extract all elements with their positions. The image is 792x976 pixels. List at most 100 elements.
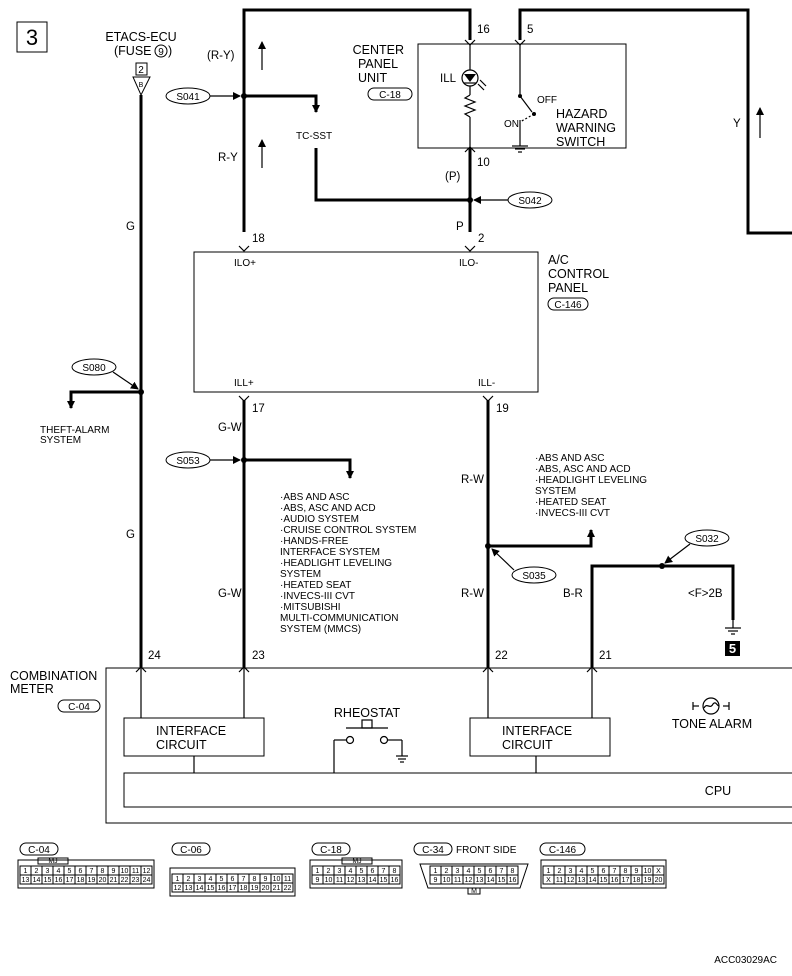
- connector-pin: 7: [90, 868, 94, 875]
- connector-label-c146: C-146: [554, 300, 582, 311]
- junction-s080: [138, 389, 144, 395]
- connector-pin: 11: [556, 877, 563, 884]
- connector-pin: 9: [434, 877, 438, 884]
- connector-pin: 8: [101, 868, 105, 875]
- splice-s042: S042: [473, 191, 553, 209]
- connector-pin: 6: [231, 876, 235, 883]
- connector-pin: 13: [578, 877, 586, 884]
- wire-b-r: [590, 564, 735, 668]
- connector-pin: 18: [77, 877, 85, 884]
- connector-pin: 11: [336, 877, 343, 884]
- page-label-box: [16, 21, 48, 53]
- pin-17: 17: [252, 403, 265, 415]
- connector-pin: 11: [284, 876, 291, 883]
- connector-pin: 9: [635, 868, 639, 875]
- meter-internal-wires: [140, 668, 593, 773]
- connector-pin: 3: [338, 868, 342, 875]
- junction-s032: [659, 563, 665, 569]
- interface-circuit-2: [469, 717, 611, 757]
- pin-10: 10: [477, 157, 490, 169]
- svg-text:C-146: C-146: [549, 845, 577, 856]
- pin-23: 23: [252, 650, 265, 662]
- svg-text:INTERFACE SYSTEM: INTERFACE SYSTEM: [280, 547, 380, 558]
- hazard-title-1: HAZARD: [556, 107, 607, 121]
- connector-pin: 5: [220, 876, 224, 883]
- ground-number-box: [725, 641, 740, 656]
- connector-pin: 6: [79, 868, 83, 875]
- etacs-fuse-prefix: (FUSE: [114, 44, 152, 58]
- connector-pin: 7: [613, 868, 617, 875]
- hazard-on-label: ON: [504, 119, 519, 130]
- pin-label-ill-plus: ILL+: [234, 378, 254, 389]
- system-list-right: ·ABS AND ASC ·ABS, ASC AND ACD ·HEADLIGH…: [535, 453, 647, 519]
- combo-title-1: COMBINATION: [10, 669, 97, 683]
- theft-alarm-label-2: SYSTEM: [40, 435, 81, 446]
- wire-label-r-y-paren: (R-Y): [207, 50, 235, 62]
- connector-pin: 12: [465, 877, 473, 884]
- svg-text:S041: S041: [176, 92, 200, 103]
- junction-s041: [241, 93, 247, 99]
- svg-text:·HEATED SEAT: ·HEATED SEAT: [280, 580, 351, 591]
- connector-pin: 12: [143, 868, 151, 875]
- interface-circuit-1-line2: CIRCUIT: [156, 738, 207, 752]
- connector-pin: 13: [185, 885, 193, 892]
- connector-pin: 7: [500, 868, 504, 875]
- svg-text:·ABS, ASC AND ACD: ·ABS, ASC AND ACD: [535, 464, 631, 475]
- svg-text:S042: S042: [518, 196, 542, 207]
- connector-label-c18: C-18: [379, 90, 401, 101]
- hazard-title-2: WARNING: [556, 121, 616, 135]
- connector-pin: 16: [391, 877, 399, 884]
- wire-label-b-r: B-R: [563, 588, 583, 600]
- svg-text:·MITSUBISHI: ·MITSUBISHI: [280, 602, 341, 613]
- wire-label-g-w-1: G-W: [218, 422, 242, 434]
- connector-pin: 17: [229, 885, 237, 892]
- connector-pin: 10: [273, 876, 281, 883]
- connector-pin: 4: [349, 868, 353, 875]
- connector-pin: 3: [198, 876, 202, 883]
- connector-pin: 10: [121, 868, 129, 875]
- connector-pin: 20: [99, 877, 107, 884]
- connector-pin: 10: [325, 877, 333, 884]
- hazard-off-label: OFF: [537, 95, 557, 106]
- document-code: ACC03029AC: [714, 955, 777, 966]
- connector-label-c04: C-04: [68, 702, 90, 713]
- svg-text:FRONT SIDE: FRONT SIDE: [456, 845, 517, 856]
- svg-text:C-04: C-04: [28, 845, 50, 856]
- pin-19: 19: [496, 403, 509, 415]
- connector-pin: 7: [382, 868, 386, 875]
- connector-pin: 9: [112, 868, 116, 875]
- connector-pin: 4: [467, 868, 471, 875]
- svg-text:·ABS AND ASC: ·ABS AND ASC: [535, 453, 604, 464]
- svg-text:S080: S080: [82, 363, 106, 374]
- page-label: 3: [26, 25, 38, 50]
- connector-pin: 8: [253, 876, 257, 883]
- splice-s041: S041: [165, 87, 241, 105]
- connector-pin: 1: [434, 868, 438, 875]
- wire-label-f2b: <F>2B: [688, 588, 723, 600]
- etacs-title: ETACS-ECU: [105, 30, 176, 44]
- connector-pin: 20: [262, 885, 270, 892]
- connector-pin: 16: [611, 877, 619, 884]
- connector-pin: 1: [316, 868, 320, 875]
- connector-pin: 17: [66, 877, 74, 884]
- connector-pin: 2: [35, 868, 39, 875]
- svg-text:S032: S032: [695, 534, 719, 545]
- connector-pin: 21: [110, 877, 118, 884]
- connector-pin: 3: [569, 868, 573, 875]
- ill-led-icon: [461, 44, 487, 148]
- svg-text:S035: S035: [522, 571, 546, 582]
- ground-symbol: [725, 620, 741, 635]
- wire-label-r-w-2: R-W: [461, 588, 484, 600]
- interface-circuit-2-line2: CIRCUIT: [502, 738, 553, 752]
- svg-text:SYSTEM: SYSTEM: [535, 486, 576, 497]
- hazard-switch-icon: [512, 44, 536, 153]
- connector-pin: 15: [600, 877, 608, 884]
- interface-circuit-2-line1: INTERFACE: [502, 724, 572, 738]
- connector-pin: 15: [380, 877, 388, 884]
- tone-alarm-icon: [692, 697, 730, 715]
- connector-pin: 6: [489, 868, 493, 875]
- connector-pin: 3: [456, 868, 460, 875]
- connector-pin: 7: [242, 876, 246, 883]
